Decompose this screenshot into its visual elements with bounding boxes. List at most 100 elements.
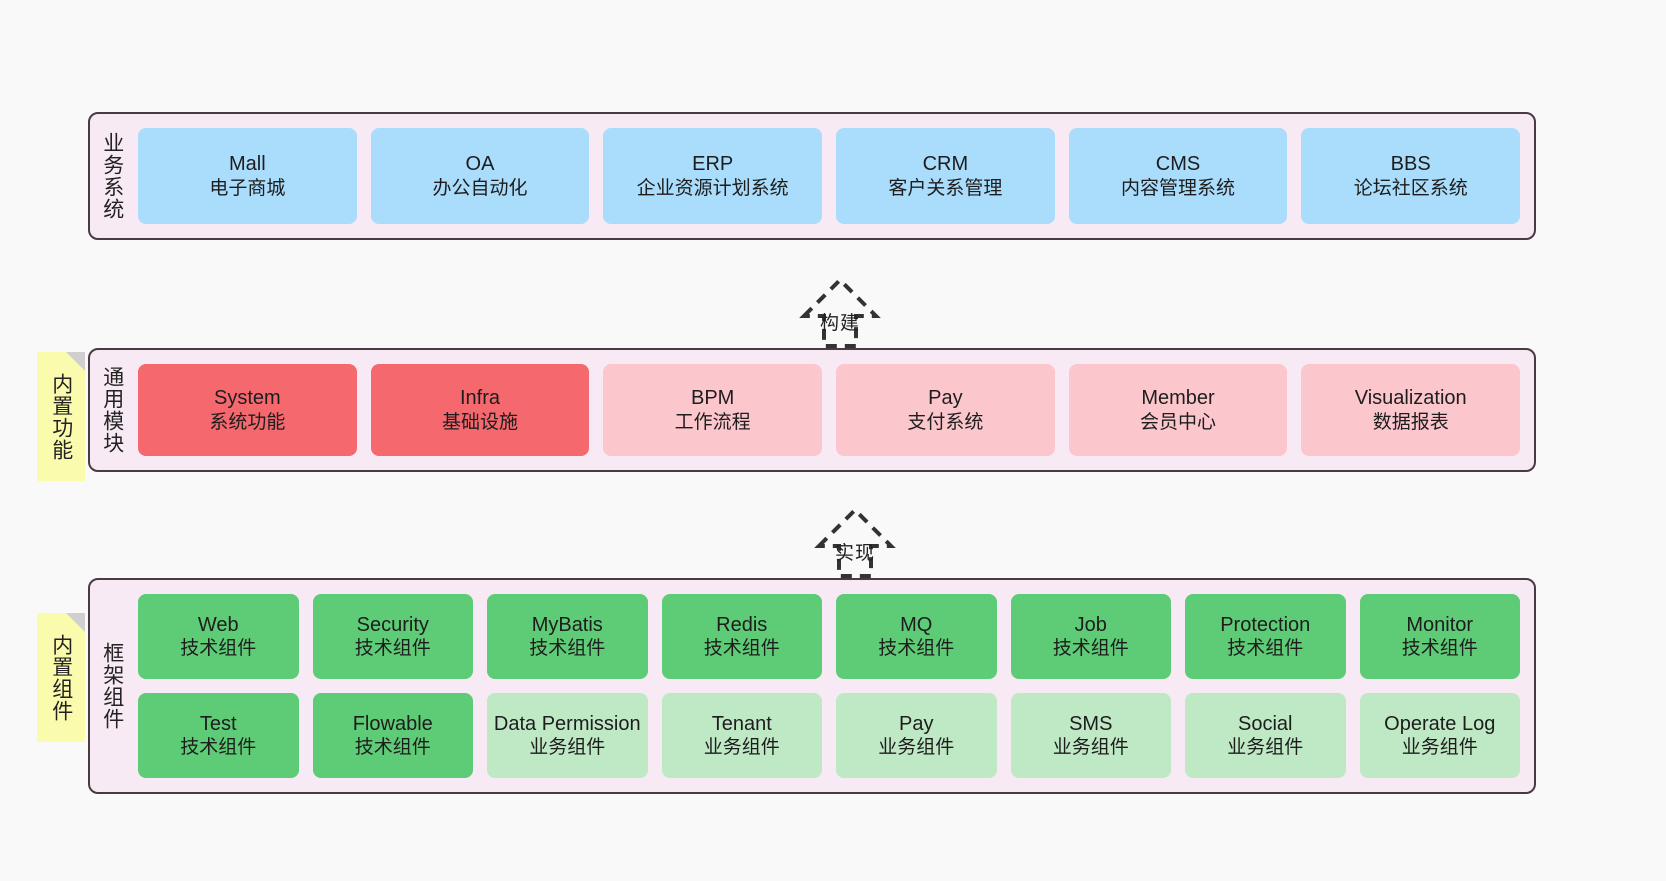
card-bpm-en: BPM	[691, 387, 735, 410]
card-web-cn: 技术组件	[180, 638, 257, 660]
card-social-en: Social	[1238, 712, 1293, 735]
card-monitor-en: Monitor	[1406, 613, 1474, 636]
card-test[interactable]: Test 技术组件	[138, 693, 299, 778]
card-bbs-cn: 论坛社区系统	[1353, 177, 1468, 199]
card-pay-module-en: Pay	[928, 387, 963, 410]
card-system-en: System	[213, 387, 281, 410]
card-mybatis-cn: 技术组件	[529, 638, 606, 660]
card-pay-module[interactable]: Pay 支付系统	[836, 364, 1055, 456]
card-operate-log[interactable]: Operate Log 业务组件	[1359, 693, 1520, 778]
note-fold-corner-icon	[66, 613, 85, 632]
layer-framework-components-label: 框架组件	[100, 642, 124, 730]
card-mall-en: Mall	[229, 153, 266, 176]
card-flowable-cn: 技术组件	[354, 737, 431, 759]
arrow-implement-icon	[814, 507, 896, 578]
note-builtin-components-label: 内置组件	[49, 633, 73, 722]
card-erp-en: ERP	[692, 153, 734, 176]
card-security-en: Security	[356, 613, 429, 636]
card-sms[interactable]: SMS 业务组件	[1010, 693, 1171, 778]
framework-mixed-row: Test 技术组件 Flowable 技术组件 Data Permission …	[138, 693, 1520, 778]
card-redis-en: Redis	[716, 613, 768, 636]
note-builtin-functions: 内置功能	[37, 352, 85, 481]
card-cms-en: CMS	[1155, 153, 1201, 176]
arrow-build: 构建	[760, 262, 920, 350]
card-test-en: Test	[199, 712, 237, 735]
card-test-cn: 技术组件	[180, 737, 257, 759]
card-crm[interactable]: CRM 客户关系管理	[836, 128, 1055, 224]
card-social-cn: 业务组件	[1227, 737, 1304, 759]
card-protection-cn: 技术组件	[1227, 638, 1304, 660]
card-system[interactable]: System 系统功能	[138, 364, 357, 456]
card-cms[interactable]: CMS 内容管理系统	[1068, 128, 1288, 224]
card-mq-en: MQ	[900, 613, 933, 636]
card-web[interactable]: Web 技术组件	[138, 594, 299, 679]
card-flowable-en: Flowable	[352, 712, 433, 735]
card-visualization[interactable]: Visualization 数据报表	[1301, 364, 1521, 456]
card-data-permission-cn: 业务组件	[529, 737, 606, 759]
card-sms-cn: 业务组件	[1052, 737, 1129, 759]
card-operate-log-en: Operate Log	[1384, 712, 1496, 735]
arrow-build-label: 构建	[820, 313, 861, 334]
card-web-en: Web	[197, 613, 239, 636]
card-job-en: Job	[1074, 613, 1107, 636]
layer-common-modules: 通用模块 System 系统功能 Infra 基础设施 BPM 工作流程 Pay…	[88, 348, 1536, 472]
card-mybatis-en: MyBatis	[531, 613, 603, 636]
card-tenant[interactable]: Tenant 业务组件	[661, 693, 822, 778]
card-visualization-cn: 数据报表	[1372, 411, 1449, 433]
common-modules-row: System 系统功能 Infra 基础设施 BPM 工作流程 Pay 支付系统…	[138, 364, 1521, 456]
card-tenant-en: Tenant	[711, 712, 772, 735]
card-bbs[interactable]: BBS 论坛社区系统	[1301, 128, 1521, 224]
card-erp-cn: 企业资源计划系统	[636, 177, 789, 199]
business-systems-row: Mall 电子商城 OA 办公自动化 ERP 企业资源计划系统 CRM 客户关系…	[138, 128, 1521, 224]
card-mybatis[interactable]: MyBatis 技术组件	[487, 594, 648, 679]
card-member-en: Member	[1141, 387, 1215, 410]
card-crm-en: CRM	[922, 153, 969, 176]
layer-framework-components-body: Web 技术组件 Security 技术组件 MyBatis 技术组件 Redi…	[134, 580, 1534, 792]
note-builtin-functions-label: 内置功能	[49, 372, 73, 461]
card-member-cn: 会员中心	[1140, 411, 1217, 433]
card-tenant-cn: 业务组件	[703, 737, 780, 759]
card-protection-en: Protection	[1220, 613, 1311, 636]
card-job[interactable]: Job 技术组件	[1010, 594, 1171, 679]
card-bpm[interactable]: BPM 工作流程	[603, 364, 823, 456]
card-cms-cn: 内容管理系统	[1121, 177, 1236, 199]
card-oa[interactable]: OA 办公自动化	[370, 128, 590, 224]
layer-business-systems: 业务系统 Mall 电子商城 OA 办公自动化 ERP 企业资源计划系统 CRM…	[88, 112, 1536, 240]
card-job-cn: 技术组件	[1052, 638, 1129, 660]
card-oa-en: OA	[465, 153, 495, 176]
card-bpm-cn: 工作流程	[674, 411, 751, 433]
card-flowable[interactable]: Flowable 技术组件	[312, 693, 473, 778]
layer-common-modules-label: 通用模块	[100, 366, 124, 454]
card-protection[interactable]: Protection 技术组件	[1185, 594, 1346, 679]
card-infra-cn: 基础设施	[442, 411, 519, 433]
card-data-permission-en: Data Permission	[493, 712, 641, 735]
note-fold-corner-icon	[66, 352, 85, 371]
card-mall[interactable]: Mall 电子商城	[138, 128, 357, 224]
card-pay-component[interactable]: Pay 业务组件	[836, 693, 997, 778]
card-social[interactable]: Social 业务组件	[1185, 693, 1346, 778]
card-erp[interactable]: ERP 企业资源计划系统	[603, 128, 823, 224]
card-pay-component-cn: 业务组件	[878, 737, 955, 759]
card-system-cn: 系统功能	[209, 411, 286, 433]
card-security[interactable]: Security 技术组件	[312, 594, 473, 679]
card-visualization-en: Visualization	[1354, 387, 1467, 410]
card-pay-component-en: Pay	[899, 712, 934, 735]
note-builtin-components: 内置组件	[37, 613, 85, 742]
layer-business-systems-body: Mall 电子商城 OA 办公自动化 ERP 企业资源计划系统 CRM 客户关系…	[134, 114, 1534, 238]
card-mq-cn: 技术组件	[878, 638, 955, 660]
framework-tech-row: Web 技术组件 Security 技术组件 MyBatis 技术组件 Redi…	[138, 594, 1520, 679]
card-member[interactable]: Member 会员中心	[1068, 364, 1288, 456]
card-data-permission[interactable]: Data Permission 业务组件	[487, 693, 648, 778]
card-bbs-en: BBS	[1390, 153, 1431, 176]
card-operate-log-cn: 业务组件	[1401, 737, 1478, 759]
card-mq[interactable]: MQ 技术组件	[836, 594, 997, 679]
card-redis-cn: 技术组件	[703, 638, 780, 660]
card-redis[interactable]: Redis 技术组件	[661, 594, 822, 679]
card-mall-cn: 电子商城	[209, 177, 286, 199]
arrow-build-icon	[799, 277, 881, 348]
card-infra-en: Infra	[459, 387, 501, 410]
card-crm-cn: 客户关系管理	[888, 177, 1003, 199]
card-infra[interactable]: Infra 基础设施	[370, 364, 590, 456]
card-monitor[interactable]: Monitor 技术组件	[1359, 594, 1520, 679]
